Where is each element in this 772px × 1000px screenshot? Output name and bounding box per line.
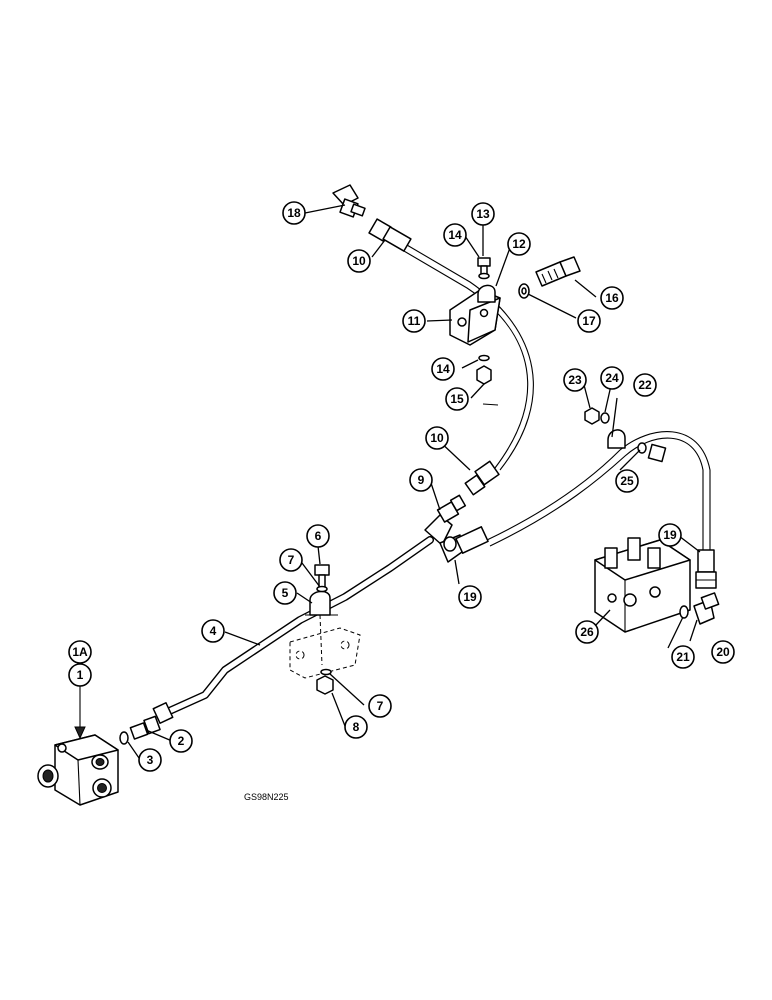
- callout-20: 20: [711, 640, 735, 664]
- svg-text:10: 10: [352, 254, 366, 268]
- svg-text:26: 26: [580, 625, 594, 639]
- svg-text:20: 20: [716, 645, 730, 659]
- svg-text:25: 25: [620, 474, 634, 488]
- pilot-hose-upper: [391, 237, 534, 471]
- callout-13: 13: [471, 202, 495, 226]
- valve-manifold: [594, 537, 691, 633]
- leader-lines: [127, 204, 701, 759]
- svg-text:7: 7: [288, 553, 295, 567]
- mounting-plate: [289, 614, 361, 679]
- callout-16: 16: [600, 286, 624, 310]
- svg-text:19: 19: [663, 528, 677, 542]
- hose-fitting-19-right: [695, 549, 717, 589]
- callout-21: 21: [671, 645, 695, 669]
- valve-body: [37, 685, 119, 806]
- o-ring-21: [679, 605, 689, 619]
- svg-text:6: 6: [315, 529, 322, 543]
- callout-5: 5: [273, 581, 297, 605]
- callout-7-lower: 7: [368, 694, 392, 718]
- svg-text:23: 23: [568, 373, 582, 387]
- svg-text:15: 15: [450, 392, 464, 406]
- svg-text:4: 4: [210, 624, 217, 638]
- svg-text:16: 16: [605, 291, 619, 305]
- tube-nut-left: [152, 702, 174, 724]
- svg-text:11: 11: [408, 314, 421, 328]
- washer-17: [518, 283, 530, 299]
- svg-text:7: 7: [377, 699, 384, 713]
- adapter-fitting: [119, 715, 161, 745]
- elbow-fitting-9: [424, 494, 467, 546]
- callout-26: 26: [575, 620, 599, 644]
- callout-14-upper: 14: [443, 223, 467, 247]
- hose-fitting-10-lower: [464, 460, 500, 496]
- svg-text:1: 1: [77, 668, 84, 682]
- washer-24: [600, 412, 610, 424]
- clamp-nut: [316, 668, 334, 695]
- arrow-head-icon: [74, 726, 86, 740]
- hose-clip-22: [607, 429, 626, 449]
- bolt-16: [535, 256, 581, 287]
- svg-text:22: 22: [638, 378, 652, 392]
- lower-washer-nut: [476, 354, 492, 385]
- elbow-fitting-18: [332, 184, 366, 218]
- clamp-bolt: [314, 564, 330, 593]
- svg-text:9: 9: [418, 473, 425, 487]
- svg-text:2: 2: [178, 734, 185, 748]
- callout-18: 18: [282, 201, 306, 225]
- mounting-bracket: [449, 289, 501, 346]
- svg-text:5: 5: [282, 586, 289, 600]
- svg-text:21: 21: [676, 650, 690, 664]
- svg-text:24: 24: [605, 371, 619, 385]
- svg-text:18: 18: [287, 206, 301, 220]
- svg-text:14: 14: [436, 362, 450, 376]
- tube-clamp: [305, 590, 338, 616]
- return-hose: [486, 431, 711, 550]
- callout-15: 15: [445, 387, 469, 411]
- callout-12: 12: [507, 232, 531, 256]
- drawing-reference-code: GS98N225: [244, 792, 289, 802]
- svg-text:19: 19: [463, 590, 477, 604]
- callout-7-upper: 7: [279, 548, 303, 572]
- callout-19-right: 19: [658, 523, 682, 547]
- callout-10-upper: 10: [347, 249, 371, 273]
- hose-fitting-19-left: [439, 526, 489, 563]
- bolt-25: [637, 442, 667, 463]
- callout-19-left: 19: [458, 585, 482, 609]
- svg-text:13: 13: [476, 207, 490, 221]
- callout-6: 6: [306, 524, 330, 548]
- callout-8: 8: [344, 715, 368, 739]
- svg-text:12: 12: [512, 237, 526, 251]
- callout-1a: 1A: [68, 640, 92, 664]
- svg-text:10: 10: [430, 431, 444, 445]
- hose-clip-12: [477, 284, 496, 303]
- callout-17: 17: [577, 309, 601, 333]
- elbow-fitting-20: [693, 592, 720, 625]
- nut-23: [584, 407, 600, 425]
- svg-text:8: 8: [353, 720, 360, 734]
- callout-11: 11: [402, 309, 426, 333]
- stray-mark: [482, 403, 499, 406]
- svg-text:14: 14: [448, 228, 462, 242]
- svg-text:3: 3: [147, 753, 154, 767]
- callout-22: 22: [633, 373, 657, 397]
- callout-25: 25: [615, 469, 639, 493]
- hose-fitting-10-upper: [368, 218, 412, 252]
- callout-1: 1: [68, 663, 92, 687]
- callout-10-lower: 10: [425, 426, 449, 450]
- callout-23: 23: [563, 368, 587, 392]
- callout-4: 4: [201, 619, 225, 643]
- callout-24: 24: [600, 366, 624, 390]
- callout-9: 9: [409, 468, 433, 492]
- callout-2: 2: [169, 729, 193, 753]
- clip-bolt-13: [477, 257, 491, 280]
- svg-text:17: 17: [582, 314, 596, 328]
- callout-3: 3: [138, 748, 162, 772]
- steel-tube: [161, 536, 434, 717]
- svg-text:1A: 1A: [72, 645, 88, 659]
- callout-14-lower: 14: [431, 357, 455, 381]
